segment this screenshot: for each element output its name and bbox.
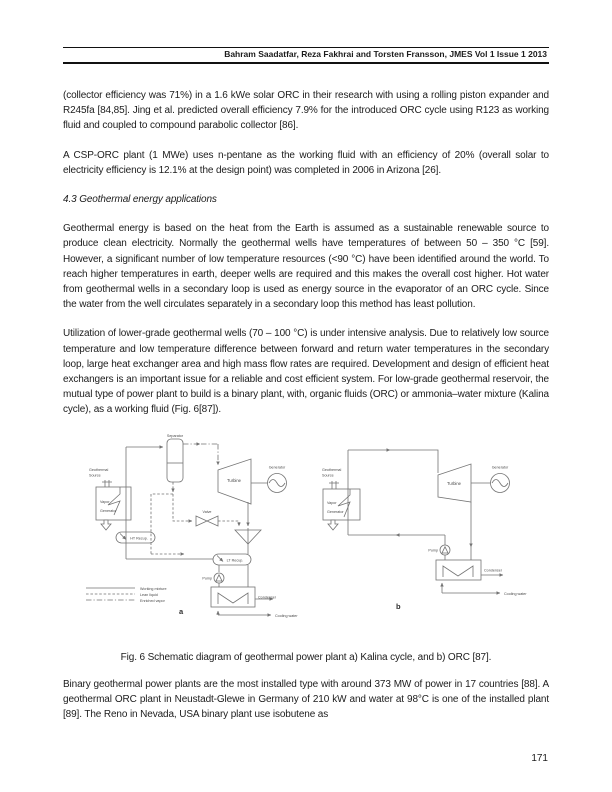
generator-symbol: Generator (251, 465, 287, 493)
turbine-symbol: Turbine (437, 463, 472, 503)
figure-caption: Fig. 6 Schematic diagram of geothermal p… (120, 651, 492, 663)
generator-label: Generator (269, 465, 286, 469)
svg-text:Source: Source (322, 473, 334, 477)
svg-text:Generator: Generator (327, 510, 344, 514)
cooling-water-label: Cooling water (504, 592, 527, 596)
line-legend: Working mixture Lean liquid Enriched vap… (86, 587, 167, 603)
vapor-generator: Vapor Generator (322, 488, 361, 531)
svg-text:Source: Source (89, 473, 101, 477)
valve-label: Valve (203, 510, 212, 514)
paragraph-4: Utilization of lower-grade geothermal we… (63, 328, 549, 416)
paragraph-2: A CSP-ORC plant (1 MWe) uses n-pentane a… (63, 149, 549, 176)
condenser-label: Condenser (258, 595, 277, 599)
outlet-arrow-icon (100, 519, 112, 531)
legend-enriched-vapor: Enriched vapor (140, 599, 166, 603)
lt-recuperator: LT Recup. (212, 553, 252, 566)
paragraph-5: Binary geothermal power plants are the m… (63, 678, 549, 721)
condenser-symbol: Condenser (435, 559, 503, 581)
running-header: Bahram Saadatfar, Reza Fakhrai and Torst… (63, 47, 549, 64)
orc-cycle-diagram: Geothermal Source Vapor Generator Turbin… (322, 447, 527, 611)
condenser-label: Condenser (484, 568, 503, 572)
article-body: (collector efficiency was 71%) in a 1.6 … (63, 88, 549, 418)
pipes-lean-liquid (150, 481, 241, 556)
page-number: 171 (531, 753, 548, 764)
kalina-cycle-diagram: Separator Geothermal Source Vapor Genera… (86, 434, 298, 618)
condenser-symbol: Condenser (210, 586, 277, 608)
geothermal-source-label: Geothermal (322, 468, 341, 472)
separator-vessel: Separator (166, 434, 184, 483)
pipes-working-fluid (347, 447, 504, 595)
generator-symbol: Generator (471, 465, 510, 493)
vapor-generator-label: Vapor (100, 500, 110, 504)
pump-symbol: Pump (428, 544, 451, 556)
geothermal-source: Geothermal Source (322, 468, 341, 489)
geothermal-source-label: Geothermal (89, 468, 108, 472)
geothermal-source: Geothermal Source (89, 468, 112, 487)
turbine-symbol: Turbine (217, 458, 252, 505)
ht-recup-label: HT Recup. (130, 536, 148, 540)
turbine-label: Turbine (447, 481, 462, 486)
article-body-continued: Binary geothermal power plants are the m… (63, 677, 549, 723)
pipes-enriched-vapor (183, 441, 220, 465)
paragraph-3: Geothermal energy is based on the heat f… (63, 223, 549, 311)
generator-label: Generator (492, 465, 509, 469)
separator-label: Separator (167, 434, 184, 438)
pump-label: Pump (202, 576, 212, 580)
paragraph-1: (collector efficiency was 71%) in a 1.6 … (63, 90, 549, 132)
vapor-generator-label: Vapor (327, 501, 337, 505)
mixer-cone-symbol (234, 529, 262, 545)
pump-symbol: Pump (202, 572, 225, 584)
legend-working-mixture: Working mixture (140, 587, 167, 591)
lt-recup-label: LT Recup. (227, 558, 244, 562)
pipes-working-mixture (125, 444, 274, 617)
svg-text:Generator: Generator (100, 509, 117, 513)
legend-lean-liquid: Lean liquid (140, 593, 158, 597)
figure-6: Separator Geothermal Source Vapor Genera… (83, 432, 612, 644)
outlet-arrow-icon (327, 519, 339, 531)
running-header-text: Bahram Saadatfar, Reza Fakhrai and Torst… (224, 49, 547, 59)
cooling-water-label: Cooling water (275, 614, 298, 618)
subfigure-b-tag: b (396, 602, 401, 611)
turbine-label: Turbine (227, 478, 242, 483)
valve-symbol: Valve (195, 510, 219, 527)
vapor-generator: Vapor Generator (95, 486, 132, 531)
subfigure-a-tag: a (179, 607, 184, 616)
section-heading: 4.3 Geothermal energy applications (63, 194, 217, 206)
ht-recuperator: HT Recup. (115, 531, 156, 544)
pump-label: Pump (428, 548, 438, 552)
